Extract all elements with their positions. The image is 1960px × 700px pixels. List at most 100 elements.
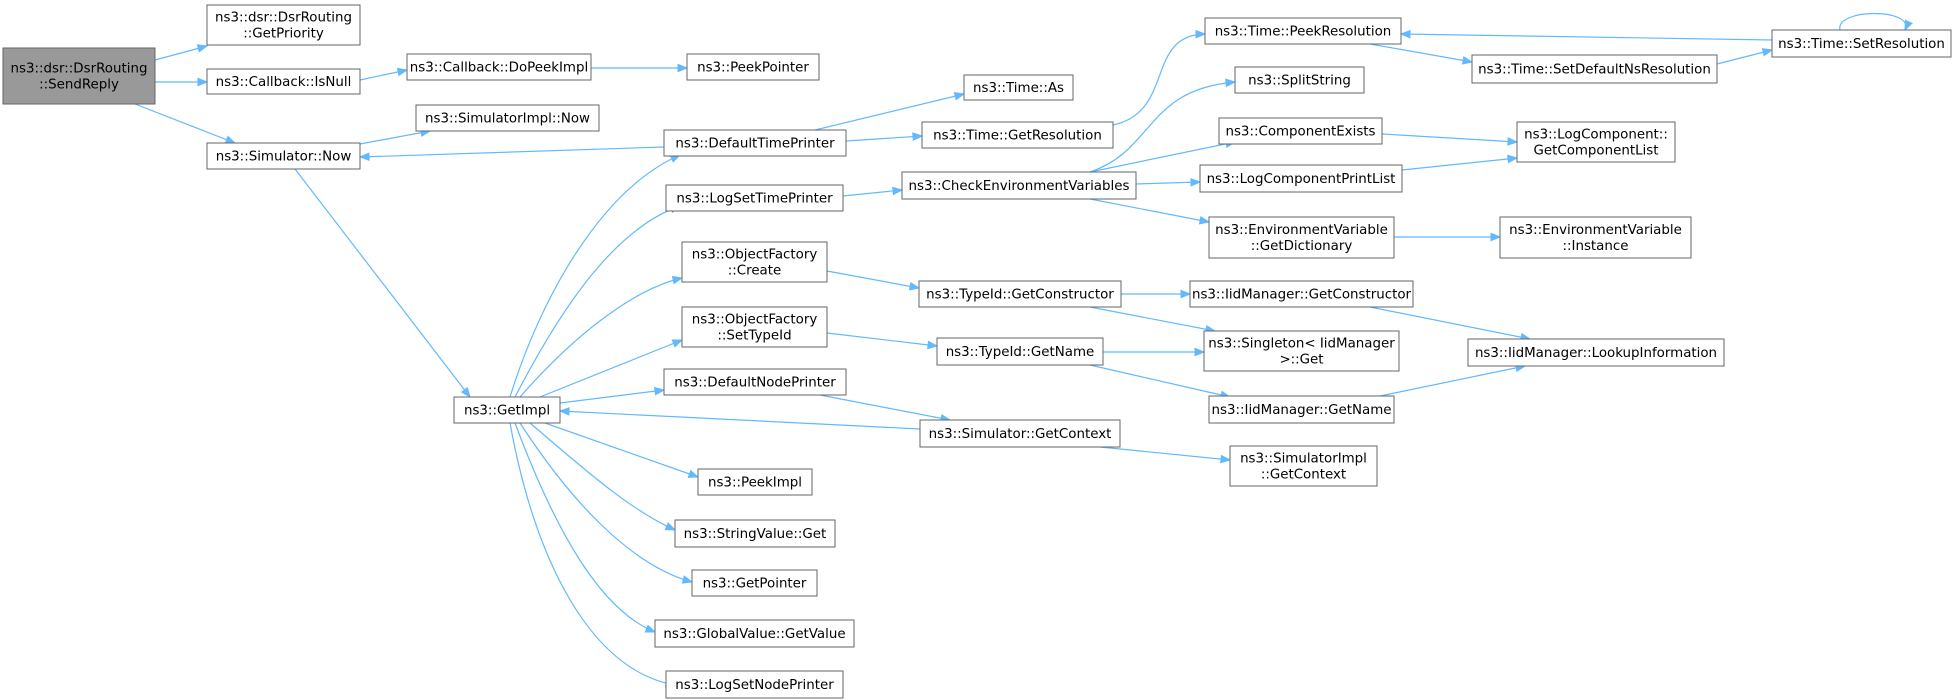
node-label: ::SendReply — [39, 78, 119, 93]
node-box — [415, 104, 600, 132]
node-label: >::Get — [1279, 353, 1323, 368]
node-TimeAs[interactable]: ns3::Time::As — [963, 74, 1074, 101]
node-box — [674, 519, 836, 548]
node-box — [901, 171, 1137, 200]
node-LogSetNodePrinter[interactable]: ns3::LogSetNodePrinter — [665, 670, 844, 699]
node-SimNow[interactable]: ns3::Simulator::Now — [206, 142, 361, 170]
node-box — [2, 47, 156, 105]
node-box — [1204, 17, 1402, 45]
edge-SendReply-to-SimNow — [134, 103, 237, 144]
node-GetResolution[interactable]: ns3::Time::GetResolution — [921, 121, 1114, 149]
node-EnvInstance[interactable]: ns3::EnvironmentVariable::Instance — [1499, 216, 1692, 259]
nodes-layer: ns3::dsr::DsrRouting::SendReplyns3::dsr:… — [2, 4, 1952, 699]
node-box — [1208, 395, 1395, 424]
edge-GetResolution-to-PeekResolution — [1112, 29, 1207, 126]
edge-DoPeekImpl-to-PeekPointer — [591, 63, 689, 73]
edge-IsNull-to-DoPeekImpl — [359, 67, 409, 81]
node-SimGetContext[interactable]: ns3::Simulator::GetContext — [919, 419, 1121, 448]
node-box — [1189, 280, 1414, 308]
node-label: ns3::Simulator::Now — [216, 150, 352, 165]
node-LogCompPrintList[interactable]: ns3::LogComponentPrintList — [1199, 164, 1403, 193]
node-label: ns3::LogComponentPrintList — [1207, 172, 1396, 187]
node-box — [1234, 66, 1365, 94]
edge-GetImpl-to-DefaultNodePrinter — [559, 386, 666, 404]
edge-SendReply-to-IsNull — [155, 77, 209, 87]
node-label: ns3::TypeId::GetConstructor — [926, 288, 1114, 303]
node-box — [453, 396, 561, 424]
node-box — [654, 619, 855, 648]
node-label: ns3::LogSetNodePrinter — [675, 678, 834, 693]
node-GlobalValueGet[interactable]: ns3::GlobalValue::GetValue — [654, 619, 855, 648]
node-OFCreate[interactable]: ns3::ObjectFactory::Create — [681, 241, 828, 283]
node-label: ns3::GetImpl — [464, 404, 550, 419]
edge-LogSetTimePrinter-to-CheckEnv — [842, 186, 904, 197]
node-label: ns3::Time::SetResolution — [1778, 37, 1945, 52]
node-EnvGetDict[interactable]: ns3::EnvironmentVariable::GetDictionary — [1208, 216, 1395, 259]
node-StringValueGet[interactable]: ns3::StringValue::Get — [674, 519, 836, 548]
node-box — [681, 306, 828, 348]
edge-ComponentExists-to-GetComponentList — [1381, 133, 1519, 146]
node-IidGetCtor[interactable]: ns3::IidManager::GetConstructor — [1189, 280, 1414, 308]
node-SimImplGetContext[interactable]: ns3::SimulatorImpl::GetContext — [1229, 445, 1378, 487]
node-box — [921, 121, 1114, 149]
node-SetDefaultNsRes[interactable]: ns3::Time::SetDefaultNsResolution — [1471, 54, 1718, 84]
node-SingletonGet[interactable]: ns3::Singleton< IidManager>::Get — [1203, 330, 1400, 372]
node-label: GetComponentList — [1533, 144, 1658, 159]
node-label: ns3::SimulatorImpl — [1240, 452, 1367, 467]
node-label: ns3::dsr::DsrRouting — [215, 11, 352, 26]
node-PeekResolution[interactable]: ns3::Time::PeekResolution — [1204, 17, 1402, 45]
node-GetImpl[interactable]: ns3::GetImpl — [453, 396, 561, 424]
edge-SetResolution-to-SetResolution — [1839, 12, 1913, 32]
node-SimImplNow[interactable]: ns3::SimulatorImpl::Now — [415, 104, 600, 132]
node-IidGetName[interactable]: ns3::IidManager::GetName — [1208, 395, 1395, 424]
node-PeekPointer[interactable]: ns3::PeekPointer — [686, 53, 820, 81]
node-IsNull[interactable]: ns3::Callback::IsNull — [206, 68, 361, 95]
node-label: ::SetTypeId — [717, 329, 791, 344]
node-GetPointer[interactable]: ns3::GetPointer — [691, 569, 818, 597]
node-label: ns3::ObjectFactory — [692, 313, 818, 328]
node-box — [206, 68, 361, 95]
node-label: ns3::IidManager::GetName — [1211, 403, 1391, 418]
node-DefaultNodePrinter[interactable]: ns3::DefaultNodePrinter — [663, 368, 847, 396]
node-box — [963, 74, 1074, 101]
node-label: ns3::IidManager::LookupInformation — [1475, 346, 1717, 361]
node-SplitString[interactable]: ns3::SplitString — [1234, 66, 1365, 94]
edge-TypeIdGetCtor-to-SingletonGet — [1089, 306, 1217, 334]
node-CheckEnv[interactable]: ns3::CheckEnvironmentVariables — [901, 171, 1137, 200]
edge-IidGetName-to-LookupInfo — [1379, 363, 1527, 397]
node-PeekImpl[interactable]: ns3::PeekImpl — [697, 468, 813, 496]
node-box — [1471, 54, 1718, 84]
node-LogSetTimePrinter[interactable]: ns3::LogSetTimePrinter — [665, 184, 844, 212]
edge-DefaultNodePrinter-to-SimGetContext — [819, 394, 952, 423]
node-SetResolution[interactable]: ns3::Time::SetResolution — [1771, 29, 1952, 58]
node-label: ::GetDictionary — [1251, 239, 1353, 254]
node-LookupInfo[interactable]: ns3::IidManager::LookupInformation — [1467, 338, 1725, 367]
node-label: ns3::TypeId::GetName — [946, 345, 1095, 360]
node-GetPriority[interactable]: ns3::dsr::DsrRouting::GetPriority — [206, 4, 361, 46]
edge-GetImpl-to-StringValueGet — [529, 422, 677, 531]
node-label: ns3::Callback::IsNull — [216, 75, 352, 90]
node-box — [686, 53, 820, 81]
node-SendReply[interactable]: ns3::dsr::DsrRouting::SendReply — [2, 47, 156, 105]
node-GetComponentList[interactable]: ns3::LogComponent::GetComponentList — [1516, 121, 1676, 163]
edge-GetImpl-to-DefaultTimePrinter — [509, 154, 682, 398]
node-box — [681, 241, 828, 283]
node-TypeIdGetCtor[interactable]: ns3::TypeId::GetConstructor — [918, 280, 1122, 308]
node-box — [697, 468, 813, 496]
edge-CheckEnv-to-EnvGetDict — [1089, 198, 1211, 225]
node-label: ns3::dsr::DsrRouting — [11, 62, 148, 77]
node-OFSetTypeId[interactable]: ns3::ObjectFactory::SetTypeId — [681, 306, 828, 348]
edges-layer — [134, 12, 1913, 688]
edge-SimNow-to-GetImpl — [294, 168, 471, 399]
node-label: ns3::Callback::DoPeekImpl — [410, 61, 588, 76]
node-TypeIdGetName[interactable]: ns3::TypeId::GetName — [936, 337, 1104, 366]
node-box — [663, 129, 847, 157]
node-DoPeekImpl[interactable]: ns3::Callback::DoPeekImpl — [406, 53, 592, 81]
node-DefaultTimePrinter[interactable]: ns3::DefaultTimePrinter — [663, 129, 847, 157]
edge-GetImpl-to-OFCreate — [519, 275, 684, 398]
node-ComponentExists[interactable]: ns3::ComponentExists — [1218, 117, 1383, 145]
node-label: ns3::DefaultTimePrinter — [675, 137, 835, 152]
node-label: ns3::CheckEnvironmentVariables — [909, 179, 1130, 194]
node-box — [1203, 330, 1400, 372]
node-label: ns3::Time::PeekResolution — [1215, 25, 1392, 40]
